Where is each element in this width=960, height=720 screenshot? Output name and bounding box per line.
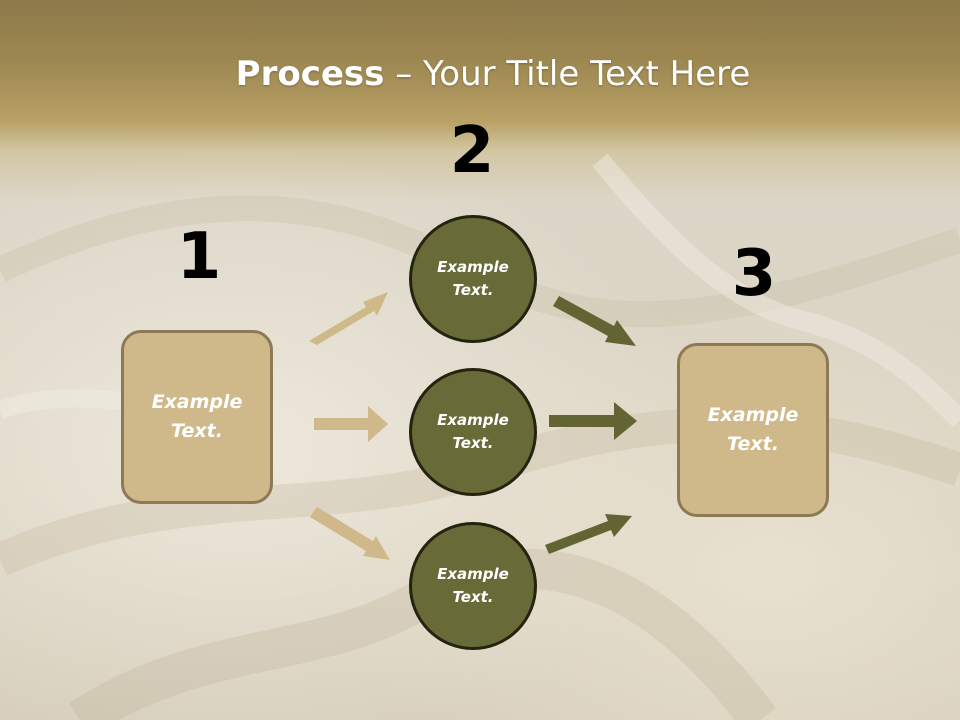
step-number-2: 2 xyxy=(449,114,495,188)
step-box-1[interactable]: Example Text. xyxy=(121,330,273,504)
step-box-3[interactable]: Example Text. xyxy=(677,343,829,517)
step-number-1: 1 xyxy=(176,220,222,294)
process-circle-top[interactable]: Example Text. xyxy=(409,215,537,343)
title-bold: Process xyxy=(235,54,385,94)
arrow-bottom-to-right xyxy=(545,514,632,554)
process-circle-top-text: Example Text. xyxy=(437,258,509,299)
step-number-3: 3 xyxy=(731,237,777,311)
arrow-left-to-top xyxy=(309,292,388,345)
title-dash: – xyxy=(384,54,424,94)
slide-title: Process – Your Title Text Here xyxy=(0,52,960,96)
process-circle-bottom-text: Example Text. xyxy=(437,565,509,606)
arrow-left-to-bottom xyxy=(310,507,390,560)
title-rest: Your Title Text Here xyxy=(423,54,751,94)
arrow-middle-to-right xyxy=(549,402,637,440)
process-circle-middle-text: Example Text. xyxy=(437,411,509,452)
arrow-left-to-middle xyxy=(314,406,388,442)
step-box-3-text: Example Text. xyxy=(707,404,799,455)
process-circle-middle[interactable]: Example Text. xyxy=(409,368,537,496)
step-box-1-text: Example Text. xyxy=(151,391,243,442)
arrow-top-to-right xyxy=(553,296,636,346)
process-circle-bottom[interactable]: Example Text. xyxy=(409,522,537,650)
